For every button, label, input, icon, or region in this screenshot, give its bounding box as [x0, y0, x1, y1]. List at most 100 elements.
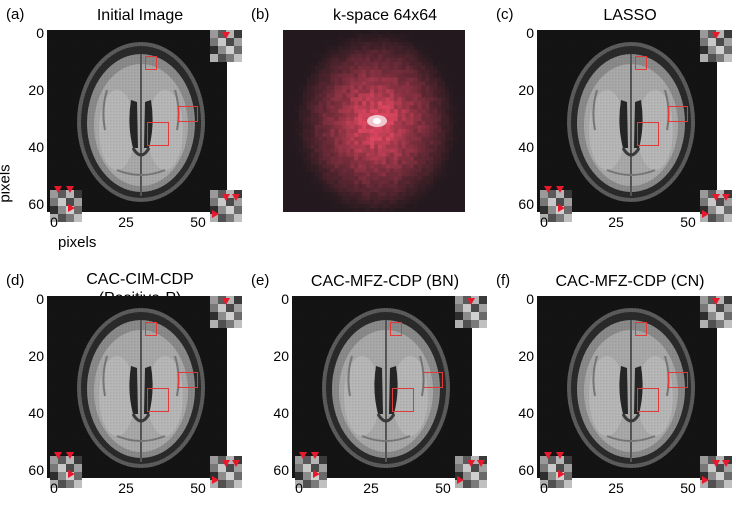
inset-pixel	[218, 198, 226, 206]
image-frame	[47, 296, 227, 478]
inset-pixel	[234, 54, 242, 62]
inset-pixel	[479, 304, 487, 312]
inset-pixel	[50, 198, 58, 206]
inset-pixel	[700, 304, 708, 312]
inset-pixel	[234, 38, 242, 46]
inset-pixel	[50, 464, 58, 472]
inset-pixel	[311, 456, 319, 464]
inset-pixel	[210, 464, 218, 472]
inset-pixel	[66, 480, 74, 488]
inset-pixel	[716, 320, 724, 328]
inset-pixel	[58, 464, 66, 472]
red-arrow-icon	[457, 476, 464, 484]
panel-title-line: k-space 64x64	[332, 7, 438, 24]
inset-pixel	[540, 214, 548, 222]
highlight-box	[637, 122, 659, 146]
red-arrow-icon	[222, 194, 230, 201]
inset-pixel	[303, 472, 311, 480]
red-arrow-icon	[556, 186, 564, 193]
x-tick-label: 0	[50, 214, 58, 230]
inset-pixel	[716, 296, 724, 304]
inset-pixel	[556, 480, 564, 488]
inset-pixel	[226, 472, 234, 480]
y-tick-label: 20	[518, 348, 534, 364]
inset-pixel	[455, 320, 463, 328]
x-tick-label: 25	[363, 480, 379, 496]
inset-pixel	[311, 464, 319, 472]
kspace-frame	[283, 30, 466, 213]
red-arrow-icon	[232, 460, 240, 467]
inset-pixel	[455, 464, 463, 472]
inset-pixel	[724, 472, 732, 480]
inset-pixel	[74, 472, 82, 480]
inset-pixel	[471, 320, 479, 328]
inset-pixel	[210, 38, 218, 46]
panel-title: Initial Image	[40, 6, 240, 25]
inset-pixel	[548, 480, 556, 488]
inset-pixel	[74, 190, 82, 198]
inset-pixel	[210, 304, 218, 312]
inset-pixel	[311, 480, 319, 488]
inset-pixel	[708, 304, 716, 312]
inset-pixel	[708, 480, 716, 488]
highlight-box	[178, 106, 198, 122]
inset-pixel	[226, 198, 234, 206]
inset-pixel	[700, 464, 708, 472]
inset-pixel	[471, 456, 479, 464]
inset-pixel	[234, 480, 242, 488]
inset-pixel	[700, 46, 708, 54]
inset-pixel	[556, 198, 564, 206]
panel-label: (e)	[251, 272, 270, 289]
red-arrow-icon	[232, 194, 240, 201]
red-arrow-icon	[68, 204, 75, 212]
inset-pixel	[319, 456, 327, 464]
inset-pixel	[548, 206, 556, 214]
red-arrow-icon	[222, 32, 230, 39]
red-arrow-icon	[66, 452, 74, 459]
inset-pixel	[724, 46, 732, 54]
inset-pixel	[471, 480, 479, 488]
panel-label: (b)	[251, 6, 270, 23]
inset-pixel	[226, 190, 234, 198]
inset-pixel	[226, 30, 234, 38]
inset-pixel	[210, 320, 218, 328]
y-tick-label: 0	[526, 25, 534, 41]
highlight-box	[147, 388, 169, 412]
y-tick-label: 40	[273, 405, 289, 421]
inset-pixel	[479, 480, 487, 488]
x-tick-label: 25	[608, 214, 624, 230]
inset-pixel	[210, 296, 218, 304]
highlight-box	[145, 322, 157, 336]
red-arrow-icon	[66, 186, 74, 193]
y-tick-label: 60	[28, 196, 44, 212]
inset-pixel	[295, 464, 303, 472]
y-tick-label: 60	[518, 196, 534, 212]
inset-pixel	[218, 304, 226, 312]
inset-pixel	[210, 30, 218, 38]
inset-pixel	[716, 456, 724, 464]
inset-pixel	[708, 472, 716, 480]
x-tick-label: 25	[608, 480, 624, 496]
inset-pixel	[58, 190, 66, 198]
kspace-image	[283, 30, 466, 213]
highlight-box	[637, 388, 659, 412]
inset-pixel	[463, 464, 471, 472]
inset-pixel	[700, 456, 708, 464]
inset-pixel	[716, 198, 724, 206]
inset-pixel	[708, 198, 716, 206]
inset-pixel	[234, 296, 242, 304]
mri-brain-image	[537, 296, 717, 478]
inset-pixel	[463, 472, 471, 480]
panel-label: (d)	[6, 272, 25, 289]
image-frame	[47, 30, 227, 212]
inset-pixel	[471, 312, 479, 320]
inset-pixel	[700, 296, 708, 304]
inset-pixel	[540, 472, 548, 480]
inset-pixel	[58, 214, 66, 222]
y-tick-label: 40	[518, 405, 534, 421]
inset-pixel	[226, 214, 234, 222]
panel-label: (f)	[496, 272, 511, 289]
inset-pixel	[74, 198, 82, 206]
